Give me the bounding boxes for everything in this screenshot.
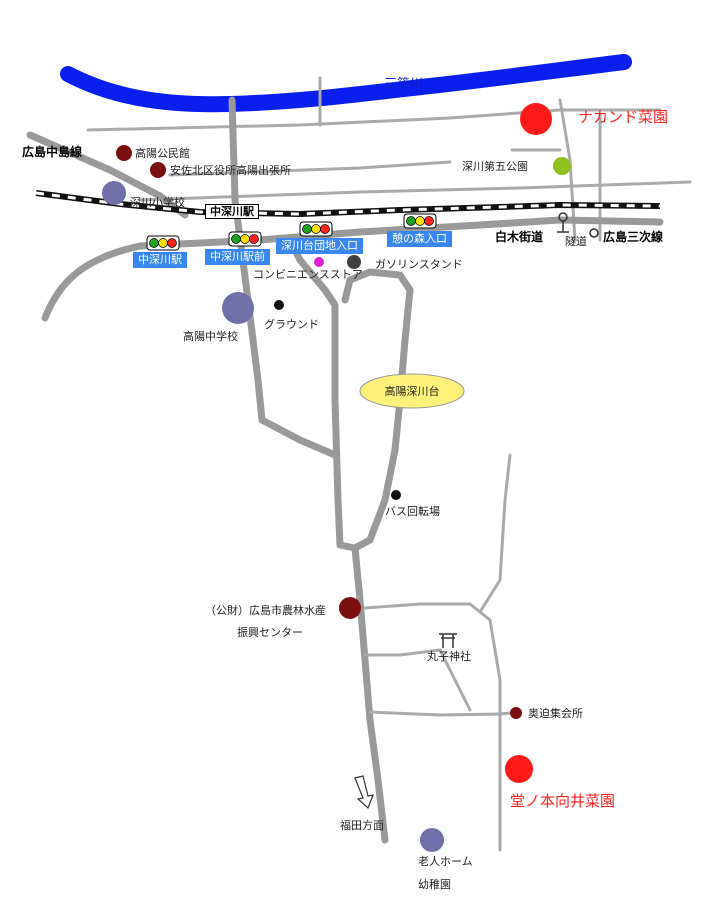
donomoto-garden-label: 堂ノ本向井菜園 <box>510 792 616 810</box>
road-label-hiroshima-miyoshi: 広島三次線 <box>603 230 664 244</box>
tunnel-label: 隧道 <box>565 235 587 248</box>
tunnel-icon <box>557 212 599 238</box>
traffic-light-icon <box>146 235 180 251</box>
bus-turnaround-label: バス回転場 <box>385 505 440 518</box>
nakafukawa-station-label: 中深川駅 <box>205 204 259 219</box>
agri-center-label-line2: 振興センター <box>237 626 303 639</box>
signal-label-ikoinomori: 憩の森入口 <box>387 231 452 247</box>
signal-label-ekimae: 中深川駅前 <box>205 249 270 265</box>
bus-turnaround-marker <box>391 490 401 500</box>
koyo-kominkan-label: 高陽公民館 <box>135 147 190 160</box>
gas-station-label: ガソリンスタンド <box>375 258 463 271</box>
convenience-store-label: コンビニエンスストア <box>253 268 363 281</box>
okusako-hall-label: 奥迫集会所 <box>528 707 583 720</box>
signal-label-station: 中深川駅 <box>133 252 187 268</box>
railway <box>35 190 661 218</box>
nursing-home-label-line2: 幼稚園 <box>418 878 451 891</box>
koyo-fukawadai-area <box>359 373 465 409</box>
agri-center-marker <box>339 597 361 619</box>
fukawa-elementary-marker <box>102 181 126 205</box>
fukawa-park5-marker <box>553 157 571 175</box>
ground-label: グラウンド <box>264 318 319 331</box>
maruko-shrine-label: 丸子神社 <box>427 650 471 663</box>
donomoto-garden-marker <box>505 755 533 783</box>
fukawa-park5-label: 深川第五公園 <box>462 160 528 173</box>
nakamukai-garden-label: ナカンド菜園 <box>578 108 669 126</box>
fukuda-direction-label: 福田方面 <box>340 819 384 832</box>
nursing-home-marker <box>420 828 444 852</box>
ground-marker <box>274 300 284 310</box>
okusako-hall-marker <box>510 707 522 719</box>
nursing-home-label-line1: 老人ホーム <box>418 855 473 868</box>
nakamukai-garden-marker <box>520 103 552 135</box>
road-label-hiroshima-nakashima: 広島中島線 <box>22 145 83 159</box>
road-label-shiraki: 白木街道 <box>495 230 544 244</box>
gas-station-marker <box>347 255 361 269</box>
koyo-kominkan-marker <box>116 145 132 161</box>
asakita-office-marker <box>150 162 166 178</box>
fukuda-direction-arrow-icon <box>354 775 374 810</box>
agri-center-label-line1: （公財）広島市農林水産 <box>205 604 326 617</box>
koyo-junior-high-marker <box>222 292 254 324</box>
river-label: 三篠川 <box>384 77 424 92</box>
shrine-icon <box>439 633 457 648</box>
main-roads <box>26 96 664 844</box>
signal-label-fukawadai: 深川台団地入口 <box>276 238 363 254</box>
traffic-light-icon <box>403 213 437 229</box>
fukawa-elementary-label: 深川小学校 <box>130 196 185 209</box>
convenience-store-marker <box>314 257 324 267</box>
traffic-light-icon <box>228 231 262 247</box>
traffic-light-icon <box>299 221 333 237</box>
koyo-junior-high-label: 高陽中学校 <box>183 330 238 343</box>
koyo-fukawadai-label: 高陽深川台 <box>384 385 440 398</box>
river-misasa <box>60 54 632 113</box>
asakita-office-label: 安佐北区役所高陽出張所 <box>170 164 291 177</box>
